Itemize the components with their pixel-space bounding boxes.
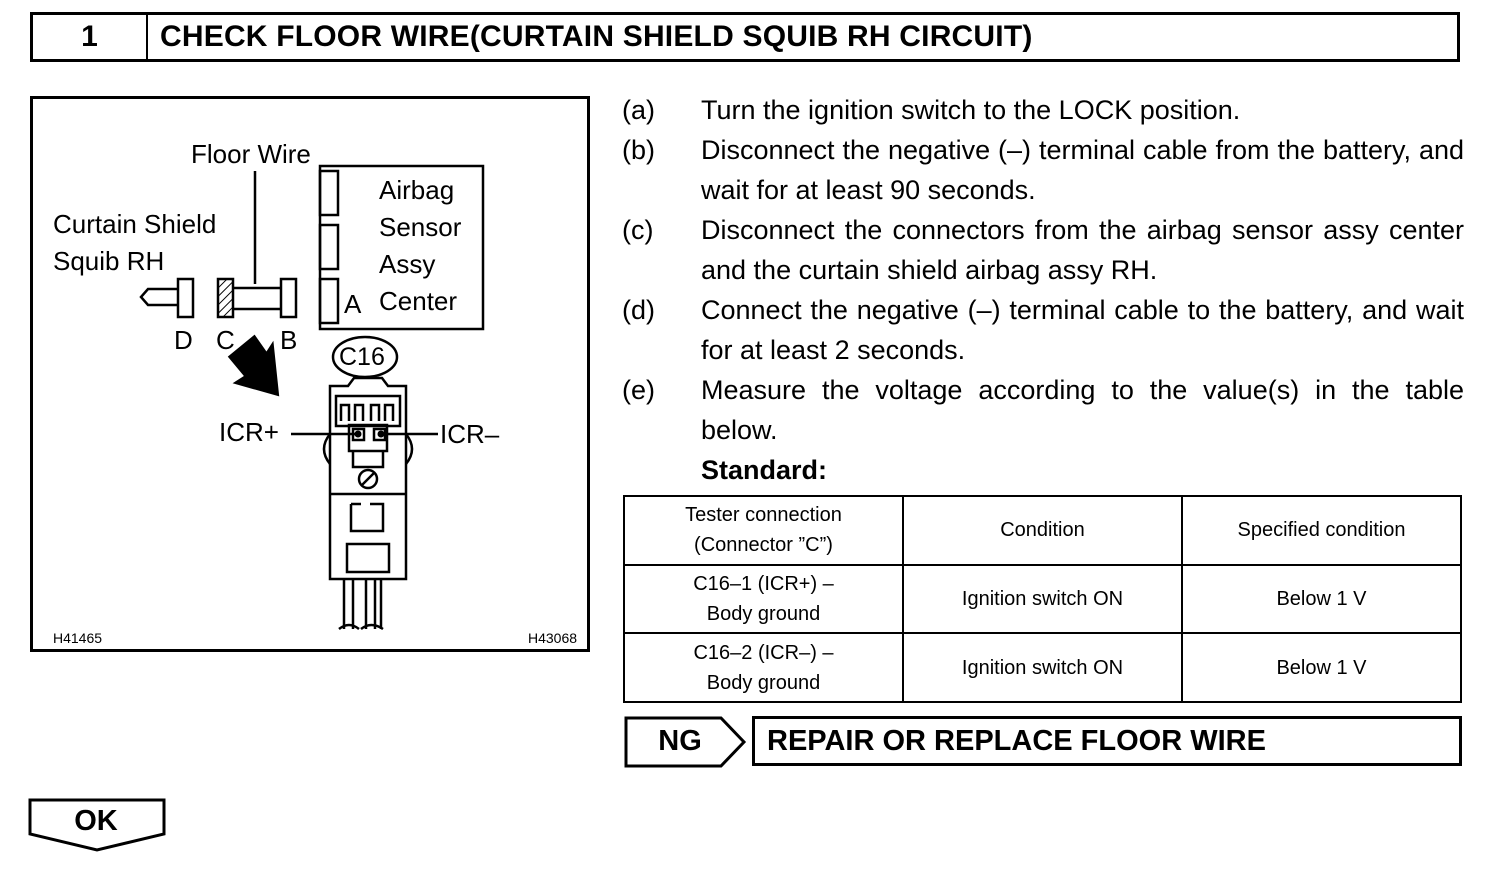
wiring-illustration <box>139 164 485 631</box>
connection-line-1: C16–2 (ICR–) – <box>693 641 834 664</box>
procedure-step: (a) Turn the ignition switch to the LOCK… <box>622 90 1464 130</box>
table-header-condition: Condition <box>902 495 1183 566</box>
step-number: 1 <box>33 15 148 59</box>
connection-line-2: Body ground <box>706 602 821 625</box>
airbag-label-3: Assy <box>379 249 436 279</box>
icr-plus-label: ICR+ <box>219 417 279 447</box>
step-label: (d) <box>622 295 655 325</box>
airbag-label-2: Sensor <box>379 212 462 242</box>
step-label: (e) <box>622 375 655 405</box>
tester-header-line-2: (Connector ”C”) <box>694 534 833 557</box>
connector-d-label: D <box>174 325 193 355</box>
airbag-label-1: Airbag <box>379 175 455 205</box>
step-label: (b) <box>622 135 655 165</box>
curtain-shield-label-1: Curtain Shield <box>53 209 217 239</box>
step-text: Turn the ignition switch to the LOCK pos… <box>701 95 1241 125</box>
ng-result-text: REPAIR OR REPLACE FLOOR WIRE <box>767 724 1266 757</box>
connector-a-label: A <box>344 289 362 319</box>
table-row: C16–2 (ICR–) – Body ground Ignition swit… <box>623 632 1462 703</box>
step-text: Disconnect the negative (–) terminal cab… <box>701 135 1464 205</box>
procedure-step: (c) Disconnect the connectors from the a… <box>622 210 1464 290</box>
connection-line-1: C16–1 (ICR+) – <box>693 572 834 595</box>
connector-c-label: C <box>216 325 235 355</box>
step-label: (c) <box>622 215 654 245</box>
table-cell-specified: Below 1 V <box>1181 563 1462 635</box>
procedure-step: (b) Disconnect the negative (–) terminal… <box>622 130 1464 210</box>
connector-b-label: B <box>280 325 298 355</box>
table-header-tester: Tester connection (Connector ”C”) <box>623 495 904 566</box>
table-header-row: Tester connection (Connector ”C”) Condit… <box>623 495 1462 566</box>
tester-header-line-1: Tester connection <box>685 504 842 527</box>
connection-line-2: Body ground <box>706 671 821 694</box>
step-label: (a) <box>622 95 655 125</box>
table-header-specified: Specified condition <box>1181 495 1462 566</box>
ng-result-box: REPAIR OR REPLACE FLOOR WIRE <box>752 716 1462 766</box>
icr-minus-label: ICR– <box>440 419 500 449</box>
table-cell-connection: C16–1 (ICR+) – Body ground <box>623 563 904 635</box>
procedure-step: (e) Measure the voltage according to the… <box>622 370 1464 450</box>
procedure-step: (d) Connect the negative (–) terminal ca… <box>622 290 1464 370</box>
figure-code-left: H41465 <box>53 630 103 646</box>
spec-table: Tester connection (Connector ”C”) Condit… <box>623 495 1462 703</box>
table-cell-specified: Below 1 V <box>1181 632 1462 703</box>
figure-code-right: H43068 <box>528 630 578 646</box>
connector-c16-label: C16 <box>339 343 385 371</box>
table-cell-connection: C16–2 (ICR–) – Body ground <box>623 632 904 703</box>
ng-branch-arrow: NG <box>624 716 748 773</box>
connector-diagram: Floor Wire Curtain Shield Squib RH Airba… <box>30 96 590 652</box>
ok-label: OK <box>74 804 118 837</box>
airbag-label-4: Center <box>379 286 458 316</box>
step-text: Disconnect the connectors from the airba… <box>701 215 1464 285</box>
table-cell-condition: Ignition switch ON <box>902 563 1183 635</box>
procedure-steps: (a) Turn the ignition switch to the LOCK… <box>622 90 1464 490</box>
table-cell-condition: Ignition switch ON <box>902 632 1183 703</box>
ng-arrow-shape <box>624 716 747 768</box>
ok-arrow-shape <box>28 798 166 852</box>
step-text: Measure the voltage according to the val… <box>701 375 1464 445</box>
floor-wire-label: Floor Wire <box>191 139 311 169</box>
step-header: 1 CHECK FLOOR WIRE(CURTAIN SHIELD SQUIB … <box>30 12 1460 62</box>
table-row: C16–1 (ICR+) – Body ground Ignition swit… <box>623 563 1462 635</box>
step-text: Connect the negative (–) terminal cable … <box>701 295 1464 365</box>
curtain-shield-label-2: Squib RH <box>53 246 165 276</box>
step-title: CHECK FLOOR WIRE(CURTAIN SHIELD SQUIB RH… <box>160 20 1033 53</box>
standard-label: Standard: <box>701 455 828 485</box>
ng-label: NG <box>658 724 702 757</box>
ok-branch-arrow: OK <box>28 798 168 859</box>
